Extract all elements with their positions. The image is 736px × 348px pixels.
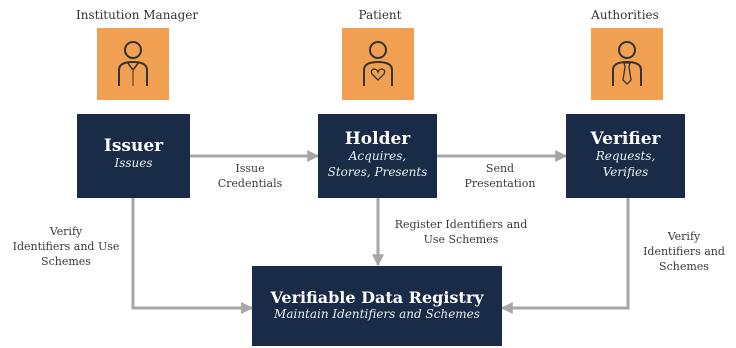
- issuer-registry-label-line3: Schemes: [41, 254, 91, 268]
- send-presentation-label-line1: Send: [485, 162, 515, 175]
- verifier-registry-label-line1: Verify: [667, 230, 701, 243]
- issuer-registry-label: Verify Identifiers and Use Schemes: [4, 225, 128, 270]
- person-heart-icon: [363, 41, 393, 86]
- verifier-registry-label-line3: Schemes: [659, 259, 709, 273]
- verifier-subtitle-line1: Requests,: [595, 149, 656, 163]
- verifier-role-label: Authorities: [591, 8, 659, 22]
- issue-credentials-label: Issue Credentials: [200, 162, 300, 192]
- issue-credentials-label-line2: Credentials: [217, 176, 283, 190]
- holder-registry-label: Register Identifiers and Use Schemes: [386, 218, 536, 248]
- issuer-subtitle: Issues: [114, 156, 153, 170]
- verifier-node: Verifier Requests, Verifies: [566, 114, 685, 198]
- issuer-registry-label-line1: Verify: [49, 225, 83, 238]
- verifier-registry-arrow: [500, 198, 630, 314]
- issuer-role-label: Institution Manager: [76, 8, 199, 22]
- issuer-title: Issuer: [103, 136, 164, 156]
- holder-registry-label-line2: Use Schemes: [423, 232, 499, 246]
- send-presentation-label-line2: Presentation: [464, 176, 536, 190]
- verifier-avatar: [591, 28, 663, 100]
- verifier-title: Verifier: [590, 129, 661, 149]
- person-tie-icon: [612, 41, 642, 86]
- verifier-registry-label-line2: Identifiers and: [643, 244, 725, 258]
- verifier-registry-label: Verify Identifiers and Schemes: [632, 230, 736, 275]
- holder-subtitle-line2: Stores, Presents: [327, 164, 428, 179]
- issuer-registry-arrow: [131, 198, 254, 314]
- registry-subtitle: Maintain Identifiers and Schemes: [274, 307, 480, 321]
- holder-avatar: [342, 28, 414, 100]
- issuer-node: Issuer Issues: [77, 114, 190, 198]
- holder-role-label: Patient: [358, 8, 402, 22]
- issuer-registry-label-line2: Identifiers and Use: [12, 239, 120, 253]
- registry-node: Verifiable Data Registry Maintain Identi…: [252, 266, 502, 346]
- holder-subtitle-line1: Acquires,: [348, 149, 407, 163]
- holder-title: Holder: [344, 129, 411, 149]
- verifier-subtitle-line2: Verifies: [602, 164, 649, 179]
- registry-title: Verifiable Data Registry: [270, 288, 484, 307]
- person-shirt-icon: [118, 41, 148, 86]
- issue-credentials-label-line1: Issue: [235, 162, 265, 175]
- holder-node: Holder Acquires, Stores, Presents: [318, 114, 437, 198]
- send-presentation-label: Send Presentation: [450, 162, 550, 192]
- issuer-avatar: [97, 28, 169, 100]
- holder-registry-label-line1: Register Identifiers and: [394, 218, 528, 231]
